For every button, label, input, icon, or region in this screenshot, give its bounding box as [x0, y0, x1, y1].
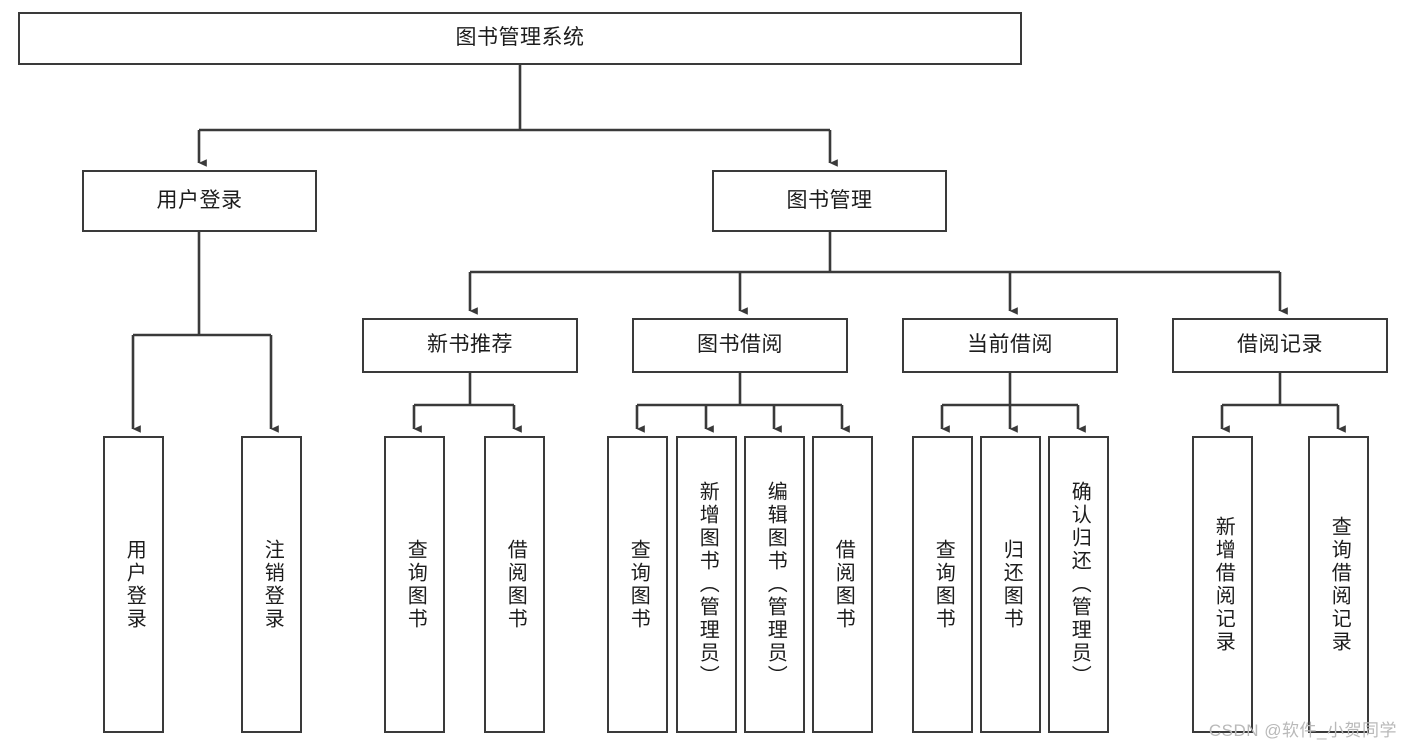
node-label: 确认归还（管理员）: [1068, 481, 1091, 688]
leaf-recommend-query-book[interactable]: 查询图书: [384, 436, 445, 733]
leaf-borrow-add-book-admin[interactable]: 新增图书（管理员）: [676, 436, 737, 733]
node-label: 图书管理系统: [455, 26, 585, 50]
node-label: 查询图书: [627, 538, 650, 631]
leaf-borrow-query-book[interactable]: 查询图书: [607, 436, 668, 733]
leaf-record-query-record[interactable]: 查询借阅记录: [1308, 436, 1369, 733]
node-label: 查询图书: [932, 538, 955, 631]
node-label: 当前借阅: [967, 333, 1053, 357]
node-label: 查询借阅记录: [1328, 515, 1351, 654]
node-label: 用户登录: [156, 188, 243, 212]
node-label: 用户登录: [123, 538, 146, 631]
leaf-borrow-borrow-book[interactable]: 借阅图书: [812, 436, 873, 733]
node-label: 新增借阅记录: [1212, 515, 1235, 654]
leaf-current-return-book[interactable]: 归还图书: [980, 436, 1041, 733]
node-user-login[interactable]: 用户登录: [82, 170, 317, 232]
leaf-borrow-edit-book-admin[interactable]: 编辑图书（管理员）: [744, 436, 805, 733]
leaf-user-login-signin[interactable]: 用户登录: [103, 436, 164, 733]
leaf-user-login-signout[interactable]: 注销登录: [241, 436, 302, 733]
node-label: 图书管理: [786, 188, 873, 212]
node-label: 编辑图书（管理员）: [764, 481, 787, 688]
node-label: 归还图书: [1000, 538, 1023, 631]
node-book-borrow[interactable]: 图书借阅: [632, 318, 848, 373]
node-label: 借阅图书: [832, 538, 855, 631]
leaf-record-add-record[interactable]: 新增借阅记录: [1192, 436, 1253, 733]
node-borrow-record[interactable]: 借阅记录: [1172, 318, 1388, 373]
node-label: 借阅图书: [504, 538, 527, 631]
node-label: 新书推荐: [427, 333, 513, 357]
leaf-current-query-book[interactable]: 查询图书: [912, 436, 973, 733]
node-label: 注销登录: [261, 538, 284, 631]
leaf-recommend-borrow-book[interactable]: 借阅图书: [484, 436, 545, 733]
node-new-book-recommend[interactable]: 新书推荐: [362, 318, 578, 373]
node-book-management[interactable]: 图书管理: [712, 170, 947, 232]
node-label: 图书借阅: [697, 333, 783, 357]
node-label: 查询图书: [404, 538, 427, 631]
node-label: 新增图书（管理员）: [696, 481, 719, 688]
leaf-current-confirm-return-admin[interactable]: 确认归还（管理员）: [1048, 436, 1109, 733]
node-label: 借阅记录: [1237, 333, 1323, 357]
node-root-system[interactable]: 图书管理系统: [18, 12, 1022, 65]
node-current-borrow[interactable]: 当前借阅: [902, 318, 1118, 373]
